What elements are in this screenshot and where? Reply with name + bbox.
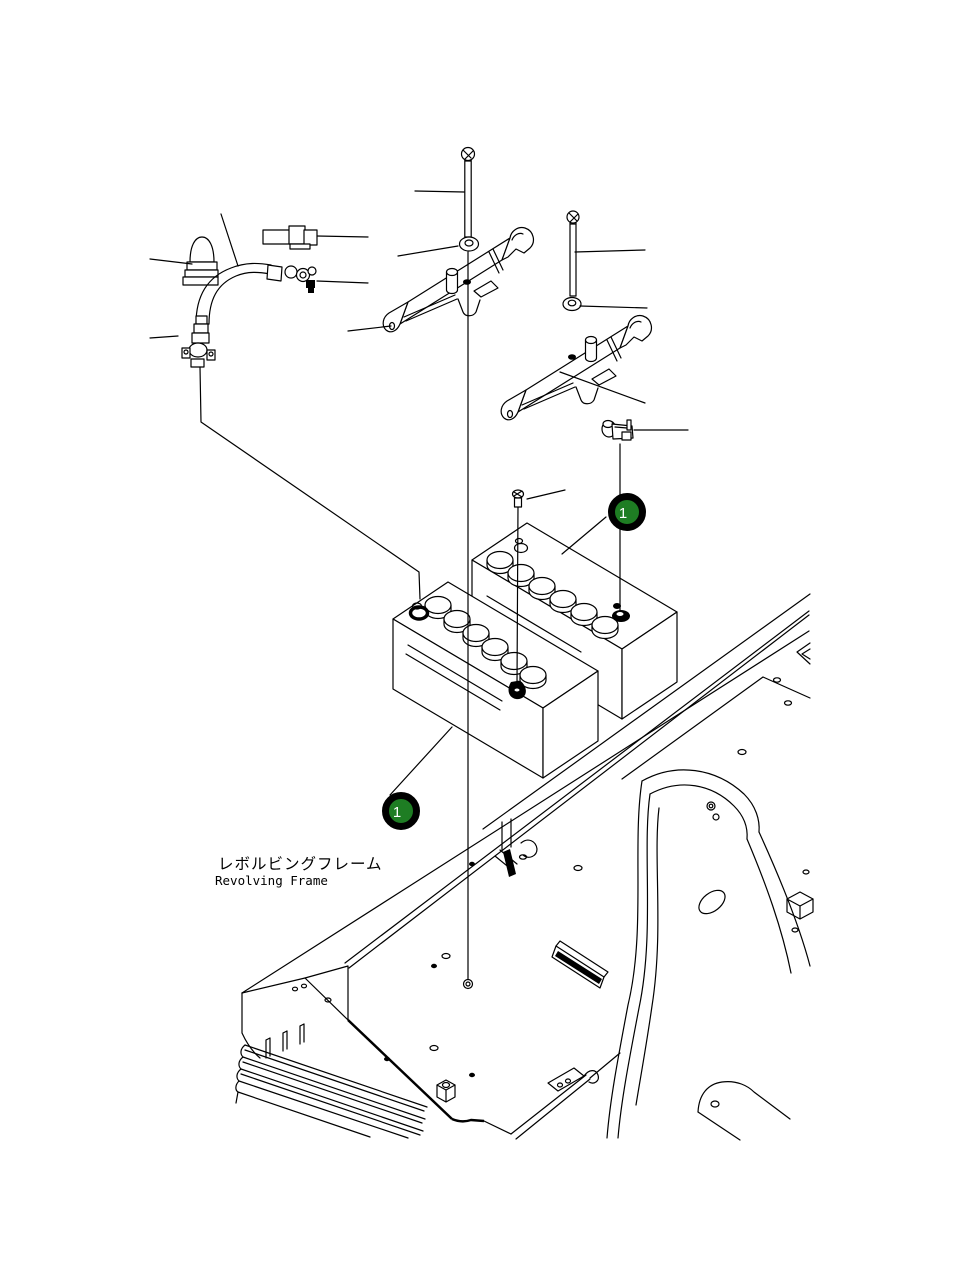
vent-slot bbox=[552, 941, 608, 988]
spacer-tube bbox=[586, 340, 597, 362]
bottom-right-plate bbox=[698, 1082, 790, 1140]
gusset-plate bbox=[305, 966, 348, 1020]
frame-back-edge bbox=[242, 631, 809, 993]
side-bracket bbox=[511, 1053, 620, 1139]
battery-holder-frame-2 bbox=[500, 314, 653, 421]
callout-badge-1[interactable]: 1 bbox=[612, 497, 643, 528]
bolt-1 bbox=[460, 148, 479, 252]
frame-label-en: Revolving Frame bbox=[215, 873, 328, 888]
battery-cable-assembly bbox=[182, 226, 420, 599]
cable-clamp bbox=[285, 266, 297, 278]
washer-1 bbox=[460, 237, 479, 251]
holder-bolt-hole bbox=[568, 354, 576, 360]
frame-label-jp: レボルビングフレーム bbox=[218, 855, 383, 873]
cable-drop-line bbox=[200, 367, 420, 599]
washer-2 bbox=[563, 298, 581, 311]
mount-block bbox=[437, 1080, 455, 1102]
frame-rail bbox=[345, 611, 809, 968]
battery-holder-frame-1 bbox=[382, 226, 535, 333]
callout-circle[interactable] bbox=[386, 796, 417, 827]
tray-holes bbox=[384, 678, 809, 1107]
jbolt-anchor bbox=[495, 819, 537, 877]
terminal-cap bbox=[190, 237, 214, 262]
callout-circle[interactable] bbox=[612, 497, 643, 528]
cable-terminal-lower bbox=[182, 316, 215, 367]
vent-plug bbox=[513, 490, 524, 507]
battery-terminal bbox=[411, 607, 428, 619]
fusible-link bbox=[263, 226, 317, 249]
revolving-frame-drawing bbox=[236, 594, 813, 1140]
bolt-2 bbox=[563, 211, 581, 311]
cable bbox=[196, 263, 271, 324]
battery-terminal-dark bbox=[612, 610, 630, 622]
callout-number: 1 bbox=[619, 505, 627, 522]
dark-details bbox=[463, 279, 630, 700]
holder-bolt-hole bbox=[463, 279, 471, 285]
terminal-clamp bbox=[602, 420, 633, 440]
jbolt-nut bbox=[464, 980, 473, 989]
battery-vent-lines bbox=[406, 645, 502, 710]
callout-badge-2[interactable]: 1 bbox=[386, 796, 417, 827]
callout-number: 1 bbox=[393, 804, 401, 821]
spacer-tube bbox=[447, 272, 458, 294]
step-treads bbox=[236, 1024, 427, 1138]
mount-block-right bbox=[787, 892, 813, 919]
jbolt-rod-2 bbox=[517, 505, 518, 684]
boom-mount-bracket bbox=[607, 770, 810, 1138]
tray-back-edge bbox=[483, 594, 810, 829]
leader-lines bbox=[150, 191, 688, 795]
